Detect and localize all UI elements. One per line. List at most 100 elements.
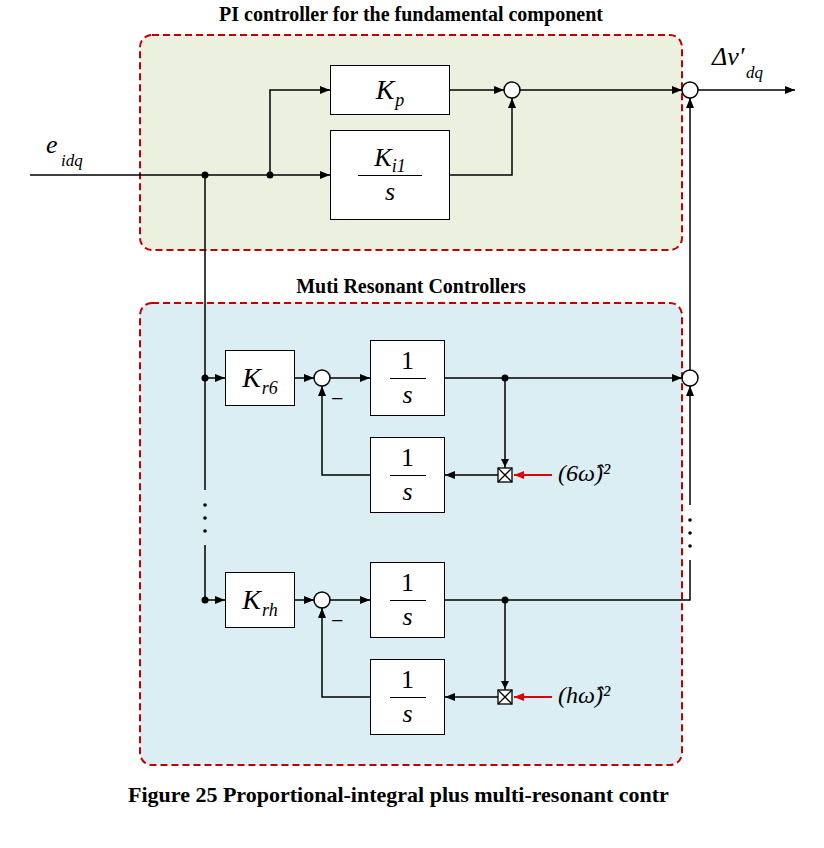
numerator: 1 <box>401 570 414 600</box>
sign-label: − <box>331 388 343 410</box>
gain-block: Kr6 <box>225 350 295 406</box>
integrator-block: 1s <box>370 659 445 735</box>
wire-part <box>502 597 509 604</box>
gain-subscript: p <box>395 91 404 109</box>
wire-part <box>689 98 691 370</box>
gain-symbol: K <box>242 364 261 392</box>
denominator-text: s <box>402 380 412 409</box>
arrow-head <box>501 459 509 689</box>
wire-part <box>322 386 370 475</box>
gain-block: Krh <box>225 572 295 628</box>
wire-part <box>682 370 698 386</box>
wire-part <box>688 518 692 522</box>
integrator-block: 1s <box>370 340 445 416</box>
numerator-text: 1 <box>401 445 414 471</box>
numerator-text: 1 <box>401 348 414 374</box>
denominator: s <box>402 601 412 630</box>
wire-part <box>30 174 330 176</box>
wire-part <box>322 608 370 697</box>
numerator: 1 <box>401 445 414 475</box>
wire-part <box>698 89 795 91</box>
wire-part <box>514 474 552 476</box>
wire-part <box>205 545 225 600</box>
wire-part <box>202 597 209 604</box>
fraction: 1s <box>390 667 426 728</box>
numerator-text: 1 <box>401 667 414 693</box>
denominator: s <box>385 176 395 205</box>
integrator-block: 1s <box>370 562 445 638</box>
wire-part <box>330 599 370 601</box>
wire-part <box>202 375 209 382</box>
fraction: 1s <box>390 348 426 409</box>
wire-part <box>504 82 520 98</box>
gain-subscript: rh <box>262 601 278 619</box>
signal-subscript: idq <box>61 152 83 169</box>
numerator: 1 <box>401 667 414 697</box>
numerator: Ki1 <box>374 145 405 175</box>
wire-part <box>203 503 207 507</box>
denominator: s <box>402 476 412 505</box>
wire-part <box>502 375 509 382</box>
group-heading-holder: Muti Resonant Controllers <box>140 276 682 297</box>
wire-part <box>330 377 370 379</box>
wire-part <box>688 544 692 548</box>
wire-part <box>202 172 209 179</box>
wire-part <box>498 690 512 704</box>
group-heading: PI controller for the fundamental compon… <box>219 3 603 25</box>
denominator-text: s <box>402 477 412 506</box>
wire-part <box>450 89 504 91</box>
wire-part <box>520 89 682 91</box>
gain-symbol: K <box>242 586 261 614</box>
numerator-text: 1 <box>401 570 414 596</box>
integrator-block: Ki1s <box>330 130 450 220</box>
wire-part <box>295 377 314 379</box>
fraction: 1s <box>390 570 426 631</box>
gain-block: Kp <box>330 65 450 115</box>
denominator-text: s <box>385 177 395 206</box>
wire-part <box>204 175 206 490</box>
feedback-connector <box>445 600 505 697</box>
wire-part <box>682 82 698 98</box>
fraction: Ki1s <box>358 145 422 206</box>
wire-part <box>501 681 509 689</box>
wire-part <box>314 592 330 608</box>
wire-part <box>689 386 691 505</box>
figure-caption: Figure 25 Proportional-integral plus mul… <box>128 784 669 806</box>
denominator-text: s <box>402 699 412 728</box>
frequency-input: (6ω̂)² <box>558 461 610 485</box>
wire-part <box>505 377 682 379</box>
frequency-input: (hω̂)² <box>558 683 610 707</box>
group-heading-holder: PI controller for the fundamental compon… <box>140 4 682 25</box>
denominator: s <box>402 698 412 727</box>
wire-part <box>688 531 692 535</box>
summing-junction <box>314 82 698 608</box>
junction-dot <box>202 172 509 604</box>
group-outline <box>140 303 682 765</box>
integrator-block: 1s <box>370 437 445 513</box>
wire-lines <box>30 90 795 697</box>
continuation-dots <box>203 503 692 548</box>
fraction-bar <box>390 600 426 602</box>
wire-part <box>514 696 552 698</box>
wire-part <box>314 370 330 386</box>
group-outline <box>140 35 682 250</box>
sign-label: − <box>331 610 343 632</box>
wire-part <box>267 172 274 179</box>
gain-subscript: r6 <box>262 379 278 397</box>
wire-part <box>270 90 330 175</box>
numerator: 1 <box>401 348 414 378</box>
denominator: s <box>402 379 412 408</box>
feedback-connector <box>445 378 505 475</box>
wire-part <box>498 468 512 482</box>
math-row: Kr6 <box>242 364 278 392</box>
multiplier-symbol <box>498 468 512 704</box>
red-arrow <box>514 475 552 697</box>
numerator-subscript: i1 <box>392 157 406 175</box>
signal-name: e <box>46 132 58 158</box>
denominator-text: s <box>402 602 412 631</box>
fraction-bar <box>390 697 426 699</box>
wire-part <box>450 98 512 175</box>
fraction: 1s <box>390 445 426 506</box>
group-heading: Muti Resonant Controllers <box>296 275 526 297</box>
wire-part <box>295 599 314 601</box>
